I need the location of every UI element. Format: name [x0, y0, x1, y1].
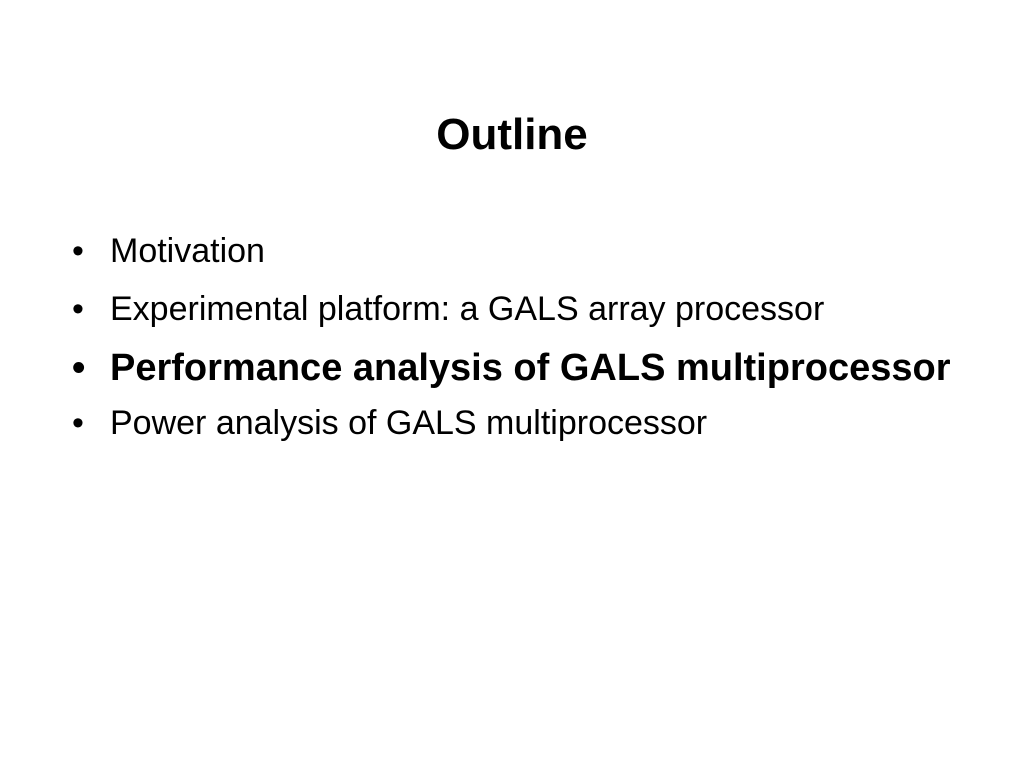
bullet-text: Power analysis of GALS multiprocessor [110, 404, 708, 442]
bullet-icon: • [72, 347, 86, 389]
bullet-item-experimental-platform: • Experimental platform: a GALS array pr… [72, 288, 972, 330]
bullet-icon: • [72, 404, 84, 442]
bullet-icon: • [72, 232, 84, 270]
bullet-text: Motivation [110, 232, 265, 270]
slide-title: Outline [436, 110, 588, 159]
bullet-item-performance-analysis: • Performance analysis of GALS multiproc… [72, 342, 972, 394]
bullet-text: Performance analysis of GALS multiproces… [110, 347, 951, 389]
bullet-item-motivation: • Motivation [72, 230, 972, 272]
bullet-icon: • [72, 290, 84, 328]
bullet-text: Experimental platform: a GALS array proc… [110, 290, 825, 328]
bullet-item-power-analysis: • Power analysis of GALS multiprocessor [72, 402, 972, 444]
bullet-list: • Motivation • Experimental platform: a … [72, 230, 972, 460]
